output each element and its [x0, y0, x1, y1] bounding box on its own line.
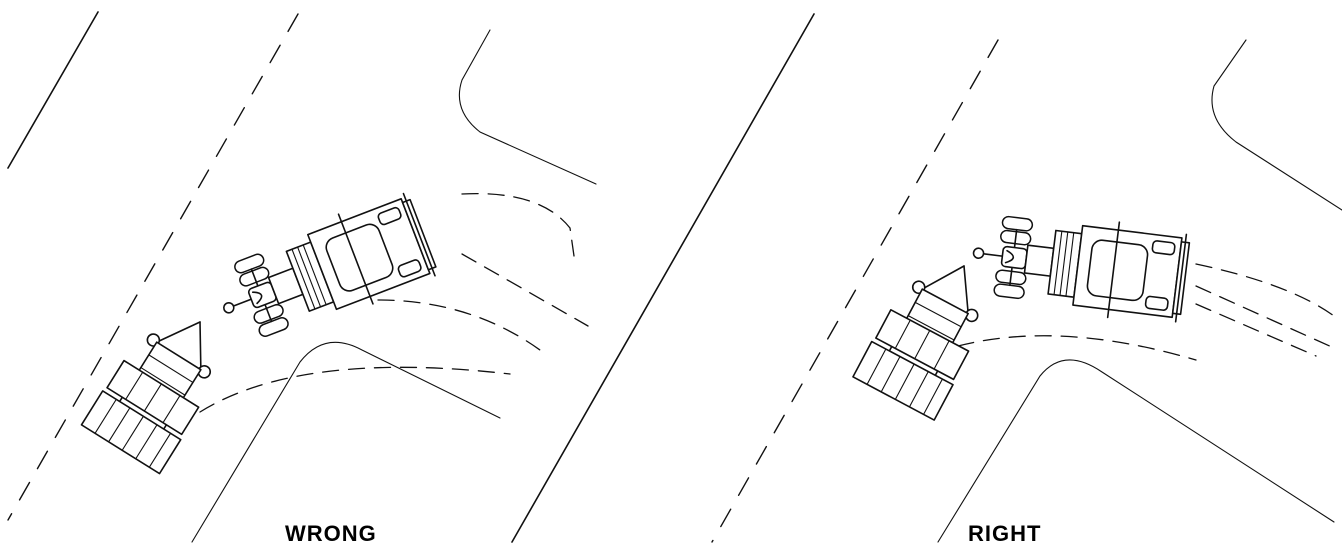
curb-upper	[1212, 40, 1342, 210]
curb-lower	[938, 360, 1334, 542]
center-line	[712, 40, 998, 542]
track-2	[1196, 286, 1334, 348]
curb-lower	[192, 342, 500, 542]
track-3	[1196, 304, 1316, 356]
tractor-with-trailer-icon	[82, 188, 441, 473]
curb-upper	[459, 30, 596, 184]
track-4	[958, 336, 1196, 360]
track-4	[200, 367, 510, 412]
track-1	[462, 194, 574, 256]
wrong-panel	[8, 12, 596, 542]
tractor-with-trailer-icon	[853, 205, 1191, 420]
road-edge-left	[8, 12, 98, 168]
track-2	[462, 254, 588, 326]
label-right: RIGHT	[968, 521, 1041, 547]
right-panel	[712, 40, 1342, 542]
label-wrong: WRONG	[285, 521, 377, 547]
track-3	[378, 300, 540, 350]
track-1	[1196, 264, 1334, 316]
panel-divider	[512, 14, 814, 542]
